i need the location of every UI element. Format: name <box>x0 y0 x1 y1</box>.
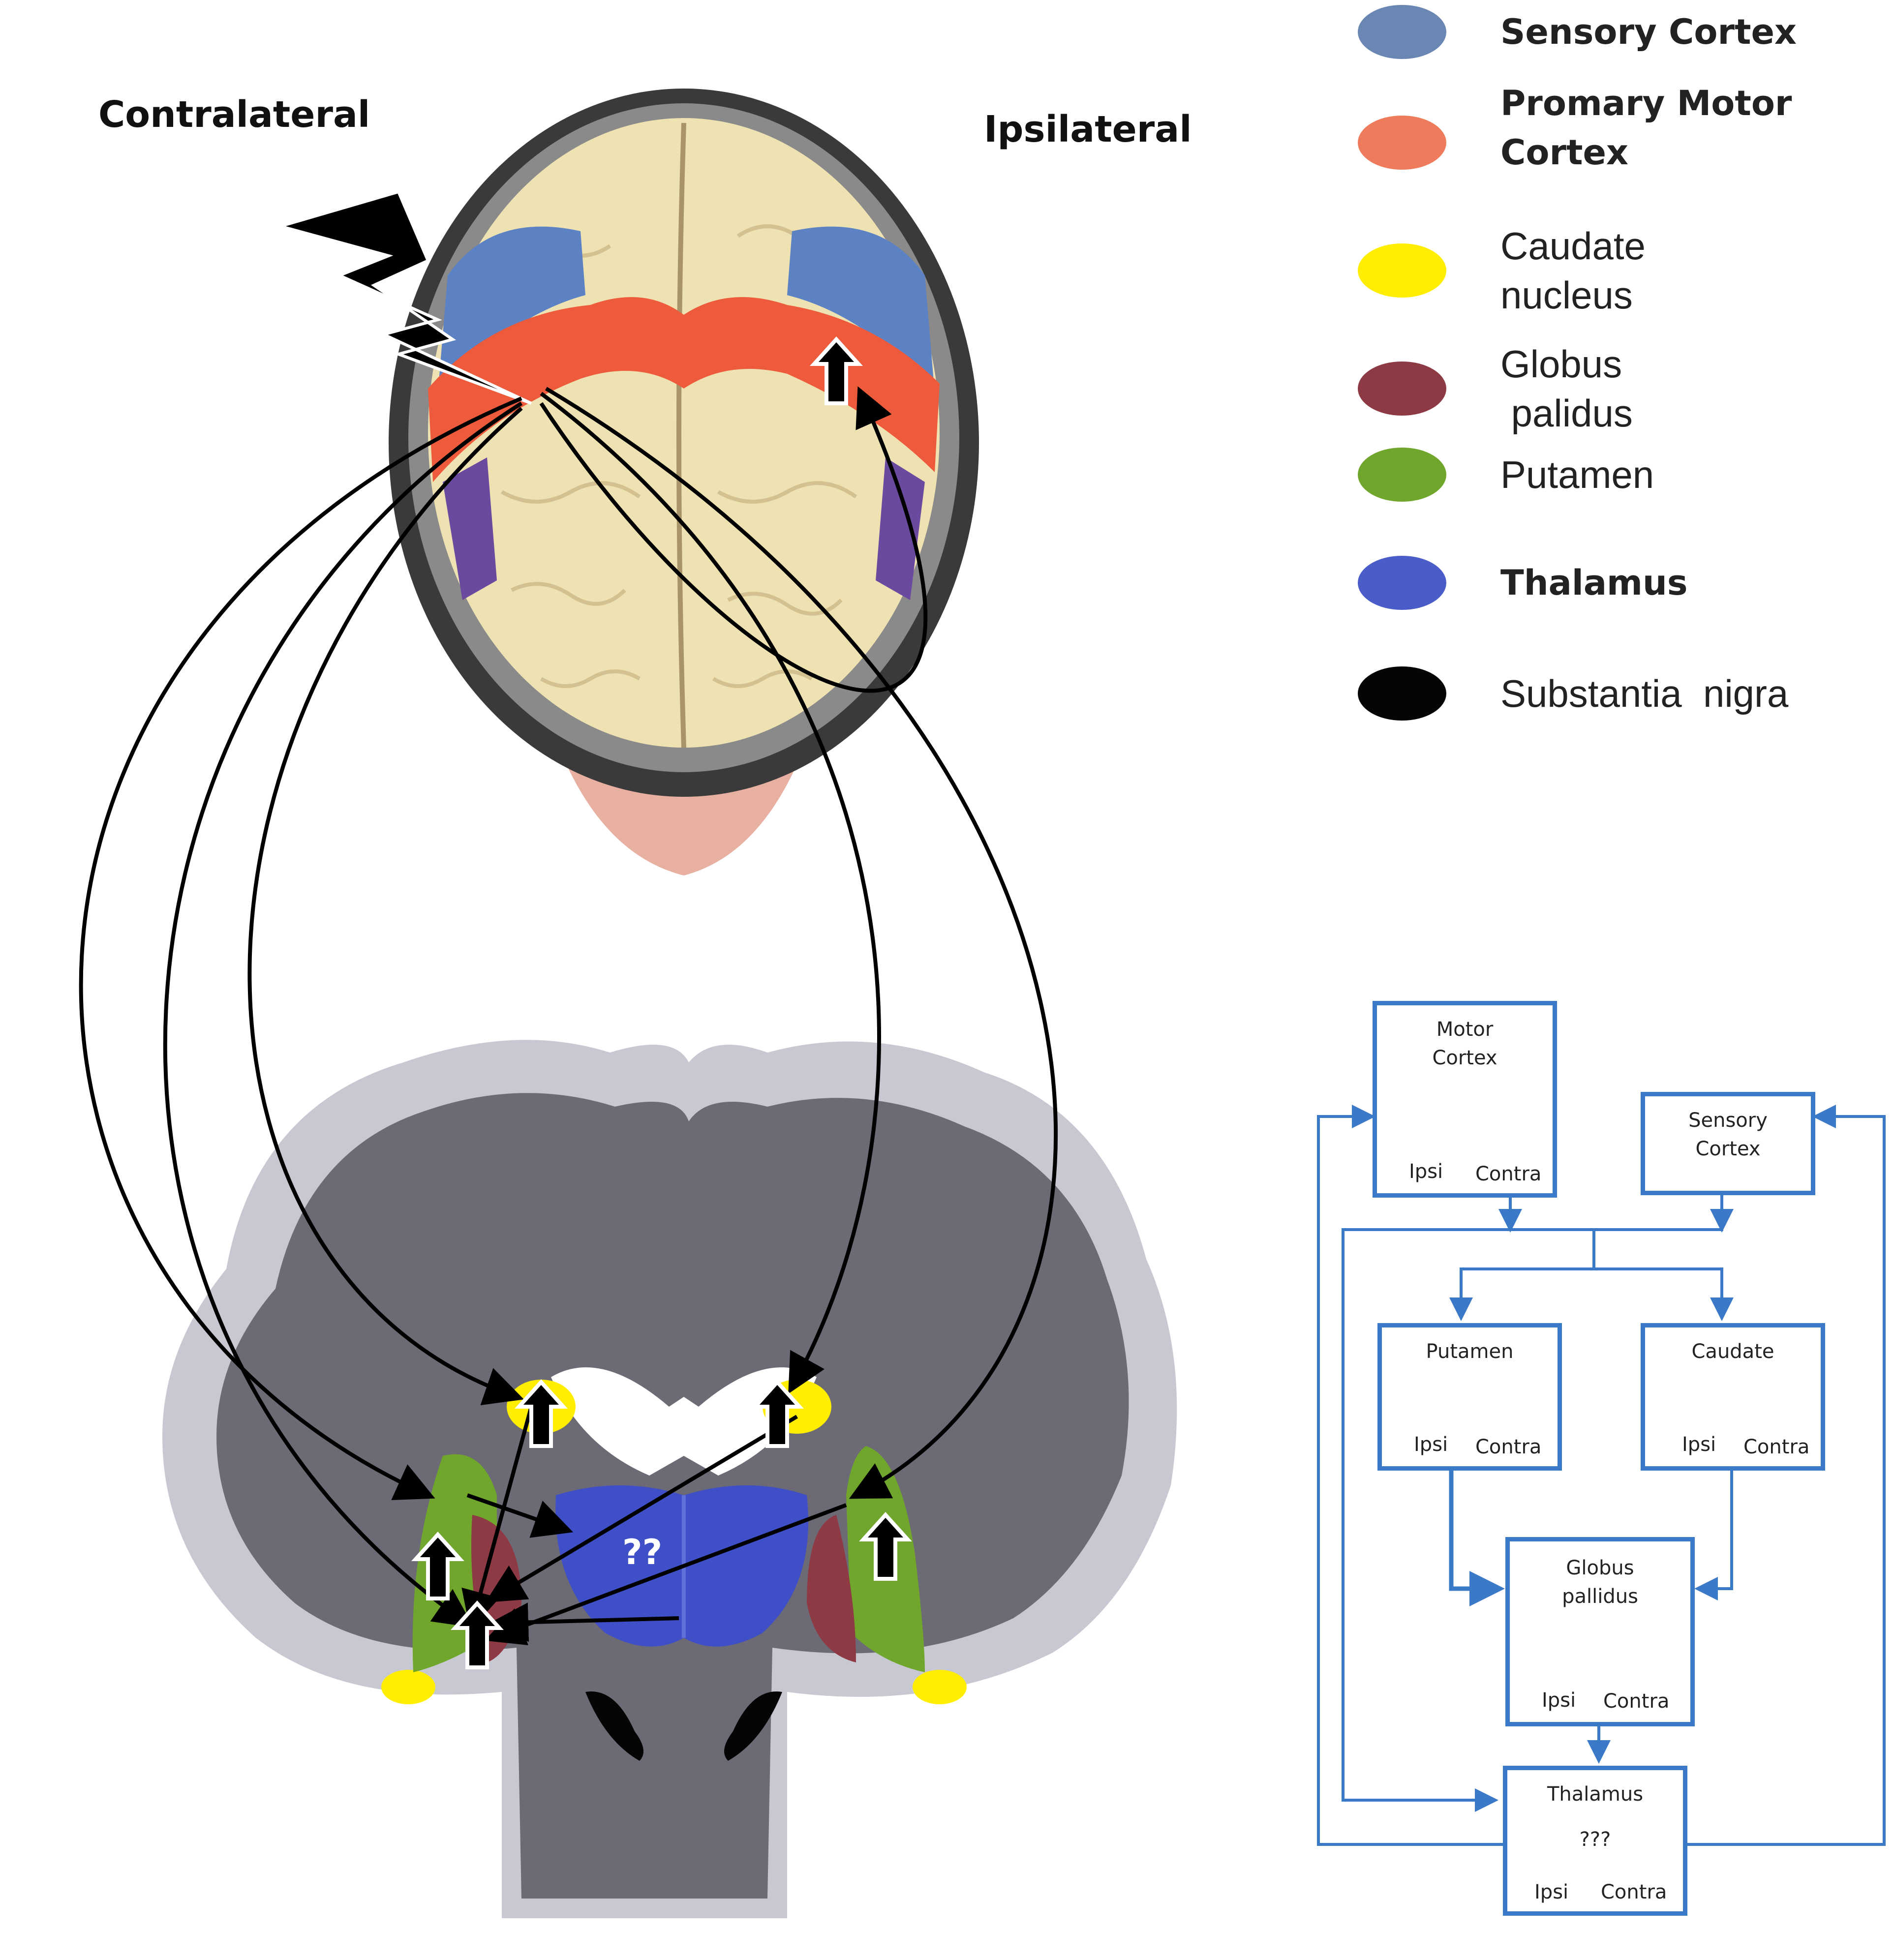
caudate-tail-left <box>381 1670 435 1704</box>
caudate-title: Caudate <box>1691 1340 1774 1363</box>
substantia-nigra-left <box>585 1691 643 1761</box>
legend-swatch <box>1358 243 1446 298</box>
caudate-ipsi-label: Ipsi <box>1682 1433 1716 1456</box>
flow-box-sensory-cortex: Sensory Cortex <box>1641 1092 1815 1195</box>
lateral-ventricles <box>551 1367 817 1476</box>
legend-swatch <box>1358 448 1446 502</box>
legend-swatch <box>1358 5 1446 59</box>
legend-swatch <box>1358 556 1446 610</box>
purple-region-right <box>876 457 925 600</box>
sensory-cortex-title: Sensory Cortex <box>1688 1109 1768 1160</box>
pathway-arrows <box>79 386 1058 1645</box>
globus-ipsi-label: Ipsi <box>1542 1689 1576 1712</box>
motor-cortex-title: Motor Cortex <box>1432 1018 1497 1069</box>
caudate-tail-right <box>913 1670 967 1704</box>
thalamus-ipsi-label: Ipsi <box>1534 1881 1569 1903</box>
legend-swatch <box>1358 666 1446 721</box>
legend-item: Thalamus <box>1358 556 1688 610</box>
flow-box-motor-cortex: Motor Cortex Ipsi Contra <box>1373 1001 1557 1198</box>
legend-label: Thalamus <box>1500 563 1688 603</box>
flow-box-globus-pallidus: Globus pallidus Ipsi Contra <box>1505 1537 1695 1726</box>
flow-box-putamen: Putamen Ipsi Contra <box>1377 1323 1562 1471</box>
ipsilateral-label: Ipsilateral <box>984 108 1192 151</box>
purple-region-left <box>443 457 497 600</box>
legend-label: Globus palidus <box>1500 342 1633 435</box>
substantia-nigra-right <box>724 1691 782 1761</box>
flowchart-connectors <box>1317 1105 1886 1846</box>
brain-midline <box>676 122 686 748</box>
motor-contra-label: Contra <box>1475 1163 1542 1185</box>
legend-label: Sensory Cortex <box>1500 12 1797 52</box>
legend-item: Globus palidus <box>1358 339 1633 438</box>
globus-pallidus-title: Globus pallidus <box>1562 1557 1638 1608</box>
legend-label: Caudate nucleus <box>1500 224 1646 317</box>
globus-pallidus-right <box>807 1515 856 1662</box>
flow-box-thalamus: Thalamus ??? Ipsi Contra <box>1503 1766 1687 1916</box>
flow-box-caudate: Caudate Ipsi Contra <box>1641 1323 1825 1471</box>
caudate-contra-label: Contra <box>1743 1436 1810 1458</box>
legend-swatch <box>1358 362 1446 416</box>
thalamus-title: Thalamus <box>1547 1783 1644 1806</box>
thalamus-contra-label: Contra <box>1601 1881 1667 1903</box>
legend-label: Promary Motor Cortex <box>1500 83 1792 173</box>
thalamus-unknown-value: ??? <box>1579 1828 1611 1851</box>
putamen-ipsi-label: Ipsi <box>1414 1433 1448 1456</box>
globus-contra-label: Contra <box>1603 1690 1670 1713</box>
legend-item: Sensory Cortex <box>1358 5 1797 59</box>
legend-item: Substantia nigra <box>1358 666 1788 721</box>
motor-cortex-band <box>428 297 940 482</box>
lightning-bolt-icon <box>275 190 532 405</box>
legend-label: Putamen <box>1500 453 1654 496</box>
legend-item: Caudate nucleus <box>1358 221 1646 320</box>
legend-item: Promary Motor Cortex <box>1358 79 1792 177</box>
thalamus-question-label: ?? <box>622 1532 662 1572</box>
contralateral-label: Contralateral <box>98 93 370 136</box>
putamen-contra-label: Contra <box>1475 1436 1542 1458</box>
putamen-title: Putamen <box>1426 1340 1514 1363</box>
legend-item: Putamen <box>1358 448 1654 502</box>
legend-label: Substantia nigra <box>1500 672 1789 715</box>
legend-swatch <box>1358 116 1446 170</box>
motor-ipsi-label: Ipsi <box>1409 1160 1443 1183</box>
